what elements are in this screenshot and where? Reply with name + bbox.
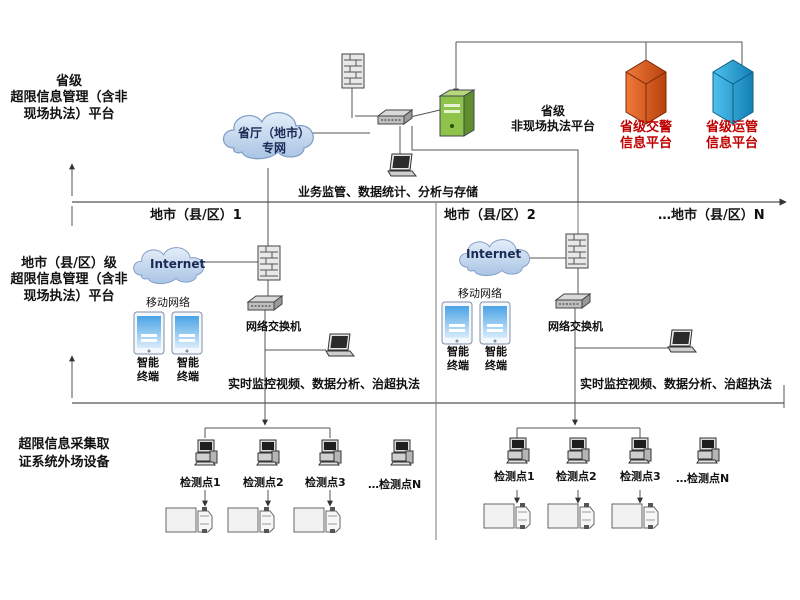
station-pc-icon-1-n — [390, 439, 414, 466]
smart-terminal-icon-2a — [441, 301, 473, 345]
region-title-1: 地市（县/区）1 — [150, 208, 242, 223]
station-pc-icon-2-n — [696, 437, 720, 464]
switch-icon-1 — [247, 295, 283, 311]
traffic-police-label: 省级交警 信息平台 — [619, 120, 672, 152]
mobile-network-label-2: 移动网络 — [458, 287, 502, 300]
transport-platform-icon — [712, 59, 754, 125]
truck-icon-2-1 — [483, 502, 531, 530]
station-pc-icon-1-2 — [256, 439, 280, 466]
internet-label-1: Internet — [150, 257, 206, 271]
station-pc-icon-1-1 — [194, 439, 218, 466]
region-title-n: …地市（县/区）N — [658, 208, 765, 223]
station-pc-icon-2-1 — [506, 437, 530, 464]
station-label-2-n: …检测点N — [676, 472, 730, 485]
truck-icon-1-2 — [227, 506, 275, 534]
region-title-2: 地市（县/区）2 — [444, 208, 536, 223]
transport-label: 省级运管 信息平台 — [705, 120, 758, 152]
mobile-network-label-1: 移动网络 — [146, 296, 190, 309]
smart-terminal-icon-1b — [171, 311, 203, 355]
terminal-label-1b: 智能终端 — [177, 356, 199, 383]
caption-2: 实时监控视频、数据分析、治超执法 — [580, 377, 773, 391]
provincial-switch-icon — [377, 109, 413, 125]
station-label-1-3: 检测点3 — [305, 476, 346, 489]
station-label-1-n: …检测点N — [368, 478, 422, 491]
smart-terminal-icon-1a — [133, 311, 165, 355]
station-pc-icon-2-3 — [628, 437, 652, 464]
nonsite-platform-label: 省级 非现场执法平台 — [510, 104, 595, 133]
truck-icon-2-2 — [547, 502, 595, 530]
switch-label-1: 网络交换机 — [246, 320, 301, 333]
station-pc-icon-1-3 — [318, 439, 342, 466]
label-provincial-platform: 省级 超限信息管理（含非 现场执法）平台 — [10, 74, 128, 122]
smart-terminal-icon-2b — [479, 301, 511, 345]
provincial-laptop-icon — [387, 153, 417, 177]
server-icon — [438, 89, 476, 137]
switch-label-2: 网络交换机 — [548, 320, 603, 333]
label-field-equipment: 超限信息采集取 证系统外场设备 — [18, 437, 110, 471]
laptop-icon-2 — [667, 329, 697, 353]
traffic-police-platform-icon — [625, 59, 667, 125]
truck-icon-2-3 — [611, 502, 659, 530]
firewall-icon-2 — [565, 233, 589, 269]
provincial-firewall-icon — [341, 53, 365, 89]
label-city-platform: 地市（县/区）级 超限信息管理（含非 现场执法）平台 — [10, 256, 128, 304]
truck-icon-1-1 — [165, 506, 213, 534]
laptop-icon-1 — [325, 333, 355, 357]
station-label-1-1: 检测点1 — [180, 476, 221, 489]
top-link-line — [456, 41, 743, 70]
terminal-label-1a: 智能终端 — [137, 356, 159, 383]
station-pc-icon-2-2 — [566, 437, 590, 464]
station-label-2-1: 检测点1 — [494, 470, 535, 483]
provincial-network-label: 省厅（地市） 专网 — [237, 126, 310, 155]
internet-label-2: Internet — [466, 247, 522, 261]
terminal-label-2b: 智能终端 — [485, 345, 507, 372]
terminal-label-2a: 智能终端 — [447, 345, 469, 372]
truck-icon-1-3 — [293, 506, 341, 534]
caption-1: 实时监控视频、数据分析、治超执法 — [228, 377, 421, 391]
station-label-2-3: 检测点3 — [620, 470, 661, 483]
switch-icon-2 — [555, 293, 591, 309]
band-caption: 业务监管、数据统计、分析与存储 — [298, 185, 479, 199]
firewall-icon-1 — [257, 245, 281, 281]
station-label-2-2: 检测点2 — [556, 470, 597, 483]
station-label-1-2: 检测点2 — [243, 476, 284, 489]
